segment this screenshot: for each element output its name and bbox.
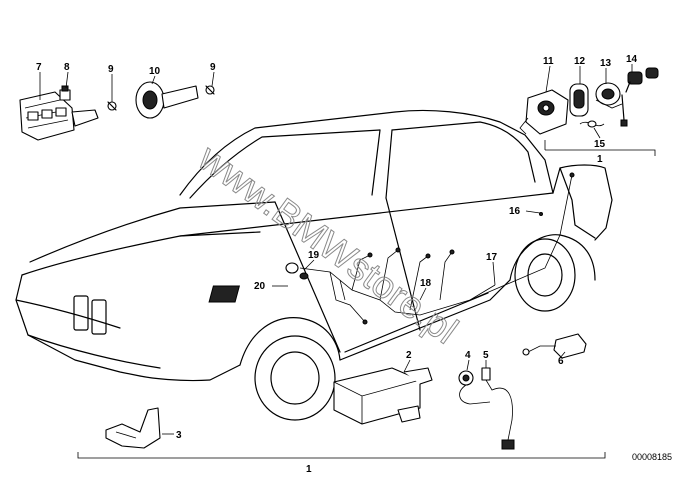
callout-12: 12 bbox=[574, 56, 586, 67]
car-body-outline bbox=[15, 109, 613, 421]
callout-14: 14 bbox=[626, 54, 638, 65]
callout-17: 17 bbox=[486, 252, 498, 263]
part-12-switch-housing bbox=[569, 83, 589, 117]
part-9-screw-left bbox=[107, 101, 117, 111]
part-6-switch bbox=[522, 333, 587, 359]
callout-labels: 7 8 9 10 9 11 12 13 14 15 1 16 17 19 18 … bbox=[36, 54, 638, 475]
part-8-fuse bbox=[59, 85, 71, 101]
callout-6: 6 bbox=[558, 356, 564, 367]
callout-16: 16 bbox=[509, 206, 521, 217]
part-4-sensor bbox=[458, 370, 474, 386]
callout-3: 3 bbox=[176, 430, 182, 441]
callout-8: 8 bbox=[64, 62, 70, 73]
part-13-lock-cylinder bbox=[595, 82, 623, 109]
callout-13: 13 bbox=[600, 58, 612, 69]
wiring-harness bbox=[208, 172, 575, 325]
reference-number: 00008185 bbox=[632, 452, 672, 462]
callout-11: 11 bbox=[543, 56, 554, 67]
part-14-key bbox=[620, 67, 659, 127]
callout-1-upper: 1 bbox=[597, 154, 603, 165]
watermark-text: www.BMWstore.pl bbox=[190, 137, 465, 353]
callout-9-right: 9 bbox=[210, 62, 216, 73]
leader-lines bbox=[39, 64, 656, 459]
callout-10: 10 bbox=[149, 66, 161, 77]
part-10-horn bbox=[135, 81, 199, 119]
part-5-sensor-lead bbox=[459, 367, 515, 450]
part-9-screw-right bbox=[205, 85, 215, 95]
callout-7: 7 bbox=[36, 62, 42, 73]
callout-4: 4 bbox=[465, 350, 471, 361]
part-11-ignition-lock bbox=[519, 89, 569, 135]
callout-5: 5 bbox=[483, 350, 489, 361]
part-2-control-unit bbox=[333, 367, 433, 425]
callout-18: 18 bbox=[420, 278, 432, 289]
callout-1-bottom: 1 bbox=[306, 464, 312, 475]
callout-9-left: 9 bbox=[108, 64, 114, 75]
callout-20: 20 bbox=[254, 281, 266, 292]
callout-15: 15 bbox=[594, 139, 606, 150]
part-3-bracket bbox=[105, 407, 161, 449]
part-15-pigtail bbox=[579, 120, 605, 128]
part-7-relay-bracket bbox=[19, 91, 99, 141]
callout-2: 2 bbox=[406, 350, 412, 361]
callout-19: 19 bbox=[308, 250, 320, 261]
